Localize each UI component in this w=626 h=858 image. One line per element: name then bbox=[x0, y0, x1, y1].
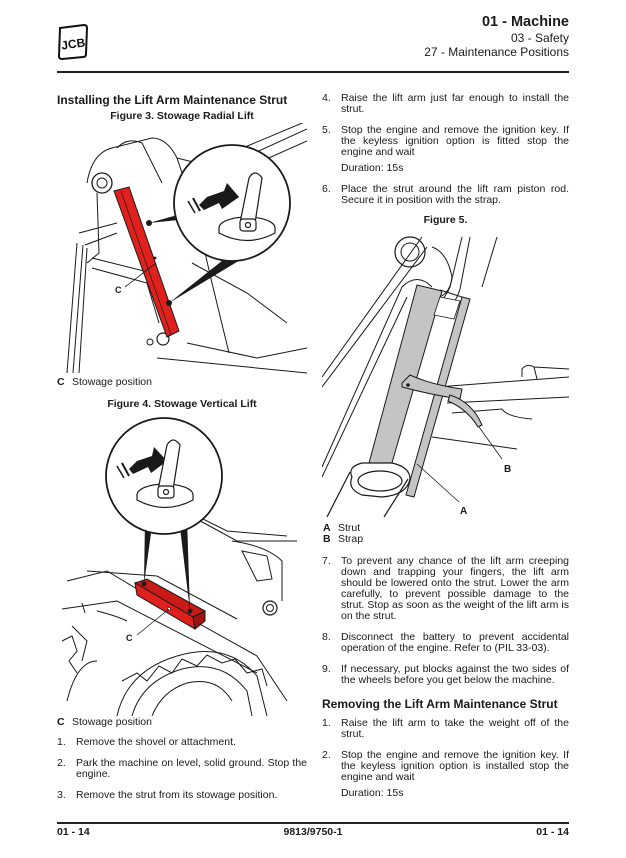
step-item: 1. Remove the shovel or attachment. bbox=[57, 737, 307, 748]
step-text: Remove the strut from its stowage positi… bbox=[76, 789, 278, 801]
strap-icon bbox=[401, 374, 483, 428]
left-column: Installing the Lift Arm Maintenance Stru… bbox=[57, 90, 307, 801]
figure3-callout-c: C bbox=[115, 285, 122, 295]
logo-text: JCB bbox=[60, 35, 86, 52]
figure4-caption: Figure 4. Stowage Vertical Lift bbox=[107, 398, 257, 410]
step-item: 8. Disconnect the battery to prevent acci… bbox=[322, 632, 569, 654]
step-text: To prevent any chance of the lift arm cr… bbox=[341, 555, 569, 622]
header-divider bbox=[57, 71, 569, 73]
section-title: 03 - Safety bbox=[510, 31, 569, 45]
figure5-svg: B A bbox=[322, 236, 569, 518]
ram-cylinder-icon bbox=[326, 462, 411, 518]
figure5-callout-a: A bbox=[460, 506, 467, 517]
removal-step2-duration: Duration: 15s bbox=[341, 787, 404, 799]
figure3-legend: C Stowage position bbox=[57, 377, 307, 388]
stowage-knob-icon bbox=[218, 172, 276, 242]
removing-section-title: Removing the Lift Arm Maintenance Strut bbox=[322, 697, 558, 711]
figure4-legend: C Stowage position bbox=[57, 717, 307, 728]
step-text: Place the strut around the lift ram pist… bbox=[341, 183, 569, 206]
strut-vertical-icon bbox=[133, 578, 207, 630]
step-number: 2. bbox=[322, 749, 331, 761]
strut-radial-icon bbox=[113, 186, 180, 338]
step-number: 7. bbox=[322, 555, 331, 567]
step-text: Park the machine on level, solid ground.… bbox=[76, 757, 307, 780]
legend-text: Stowage position bbox=[72, 716, 152, 728]
step-text: Stop the engine and remove the ignition … bbox=[341, 124, 569, 158]
footer-page-left: 01 - 14 bbox=[57, 826, 90, 838]
footer-divider bbox=[57, 822, 569, 824]
footer-page-right: 01 - 14 bbox=[536, 826, 569, 838]
step-number: 5. bbox=[322, 124, 331, 136]
legend-text: Stowage position bbox=[72, 376, 152, 388]
page-header: JCB 01 - Machine 03 - Safety 27 - Mainte… bbox=[57, 10, 569, 72]
step-number: 3. bbox=[57, 789, 66, 801]
figure3-caption: Figure 3. Stowage Radial Lift bbox=[110, 110, 254, 122]
install-steps-7-9: 7. To prevent any chance of the lift arm … bbox=[322, 556, 569, 686]
stowage-knob-icon bbox=[136, 439, 194, 509]
step-item: 7. To prevent any chance of the lift arm … bbox=[322, 556, 569, 622]
figure5-caption: Figure 5. bbox=[423, 214, 468, 226]
step-text: If necessary, put blocks against the two… bbox=[341, 663, 569, 686]
installing-section-title: Installing the Lift Arm Maintenance Stru… bbox=[57, 93, 288, 107]
right-column: 4. Raise the lift arm just far enough to … bbox=[322, 90, 569, 799]
legend-key: B bbox=[323, 533, 331, 545]
step-item: 4. Raise the lift arm just far enough to … bbox=[322, 93, 569, 115]
figure5-legend-item: A Strut bbox=[323, 523, 569, 534]
step-number: 1. bbox=[57, 736, 66, 748]
chapter-title: 01 - Machine bbox=[481, 14, 569, 30]
legend-key: A bbox=[323, 522, 331, 534]
removal-steps: 1. Raise the lift arm to take the weight … bbox=[322, 718, 569, 783]
figure5-callout-b: B bbox=[504, 464, 511, 475]
step-number: 9. bbox=[322, 663, 331, 675]
step-item: 5. Stop the engine and remove the ignitio… bbox=[322, 125, 569, 158]
step-text: Remove the shovel or attachment. bbox=[76, 736, 236, 748]
step-number: 1. bbox=[322, 717, 331, 729]
step-item: 2. Park the machine on level, solid groun… bbox=[57, 758, 307, 780]
figure3-svg: C bbox=[66, 123, 307, 374]
legend-key: C bbox=[57, 376, 65, 388]
figure4-svg: C bbox=[61, 417, 297, 716]
subsection-title: 27 - Maintenance Positions bbox=[424, 45, 569, 59]
figure3-legend-item: C Stowage position bbox=[57, 377, 307, 388]
step-text: Raise the lift arm to take the weight of… bbox=[341, 717, 569, 740]
step-item: 6. Place the strut around the lift ram pi… bbox=[322, 184, 569, 206]
step-number: 2. bbox=[57, 757, 66, 769]
step-item: 1. Raise the lift arm to take the weight … bbox=[322, 718, 569, 740]
detail-magnifier-icon bbox=[173, 144, 291, 262]
step-item: 9. If necessary, put blocks against the t… bbox=[322, 664, 569, 686]
step-item: 3. Remove the strut from its stowage posi… bbox=[57, 790, 307, 801]
figure4-callout-c: C bbox=[126, 633, 133, 643]
install-step-6: 6. Place the strut around the lift ram pi… bbox=[322, 184, 569, 206]
step-item: 2. Stop the engine and remove the ignitio… bbox=[322, 750, 569, 783]
figure3-illustration: C bbox=[57, 123, 307, 375]
figure5-legend: A Strut B Strap bbox=[322, 523, 569, 545]
figure5-legend-item: B Strap bbox=[323, 534, 569, 545]
jcb-logo-icon: JCB bbox=[57, 24, 89, 60]
figure4-legend-item: C Stowage position bbox=[57, 717, 307, 728]
install-steps-1-3: 1. Remove the shovel or attachment. 2. Par… bbox=[57, 737, 307, 801]
header-titles: 01 - Machine 03 - Safety 27 - Maintenanc… bbox=[424, 10, 569, 59]
push-arrow-icon bbox=[187, 183, 239, 214]
legend-text: Strut bbox=[338, 522, 361, 534]
figure4-illustration: C bbox=[57, 411, 307, 716]
push-arrow-icon bbox=[116, 447, 167, 479]
step-number: 8. bbox=[322, 631, 331, 643]
step-number: 4. bbox=[322, 92, 331, 104]
step-text: Stop the engine and remove the ignition … bbox=[341, 749, 569, 783]
footer-doc-number: 9813/9750-1 bbox=[283, 826, 343, 838]
install-steps-4-6: 4. Raise the lift arm just far enough to … bbox=[322, 93, 569, 158]
page-footer: 01 - 14 9813/9750-1 01 - 14 bbox=[57, 826, 569, 840]
step-text: Raise the lift arm just far enough to in… bbox=[341, 92, 569, 115]
step-number: 6. bbox=[322, 183, 331, 195]
legend-text: Strap bbox=[338, 533, 364, 545]
legend-key: C bbox=[57, 716, 65, 728]
step-text: Disconnect the battery to prevent accide… bbox=[341, 631, 569, 654]
figure5-illustration: B A bbox=[322, 227, 569, 523]
step5-duration: Duration: 15s bbox=[341, 162, 404, 174]
